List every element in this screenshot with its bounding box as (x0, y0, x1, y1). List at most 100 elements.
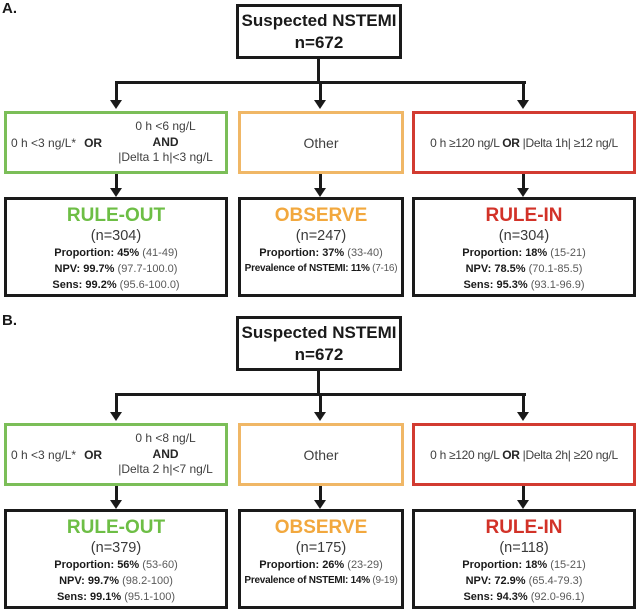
criteria-box-ruleout: 0 h <3 ng/L* OR 0 h <8 ng/L AND |Delta 2… (4, 423, 228, 486)
stat-line: Sens: 99.1% (95.1-100) (7, 591, 225, 604)
result-count: (n=118) (499, 540, 549, 556)
stat-value: 37% (322, 247, 345, 259)
criteria-subgroup: 0 h <8 ng/L AND |Delta 2 h|<7 ng/L (110, 431, 221, 478)
arrow-down-icon (110, 412, 122, 421)
criteria-text: 0 h <3 ng/L* (11, 447, 77, 462)
result-count: (n=304) (498, 228, 550, 244)
stat-line: NPV: 99.7% (97.7-100.0) (7, 263, 225, 276)
or-operator: OR (502, 447, 520, 462)
stat-line: NPV: 72.9% (65.4-79.3) (415, 575, 633, 588)
result-title: RULE-IN (485, 205, 563, 226)
stat-ci: (95.1-100) (124, 591, 176, 604)
stat-value: 18% (525, 247, 548, 259)
criteria-text: 0 h ≥120 ng/L (430, 447, 500, 462)
connector-line (522, 83, 525, 101)
connector-line (319, 83, 322, 101)
connector-line (317, 371, 320, 394)
stat-ci: (15-21) (550, 247, 586, 259)
stat-label: NPV: (465, 575, 492, 588)
root-count: n=672 (294, 344, 344, 364)
stat-value: 11% (350, 263, 370, 275)
criteria-text: |Delta 1h| ≥12 ng/L (522, 135, 618, 150)
stat-value: 26% (322, 559, 345, 571)
connector-line (522, 174, 525, 189)
panel-b: B. Suspected NSTEMI n=672 0 h <3 ng/L* O… (0, 312, 640, 612)
stat-line: Prevalence of NSTEMI: 14% (9-19) (241, 575, 401, 587)
result-box-ruleout: RULE-OUT (n=304) Proportion: 45% (41-49)… (4, 197, 228, 297)
stat-value: 45% (117, 247, 140, 259)
stat-ci: (33-40) (347, 247, 383, 259)
result-box-rulein: RULE-IN (n=118) Proportion: 18% (15-21) … (412, 509, 636, 609)
connector-line (317, 59, 320, 82)
connector-line (522, 486, 525, 501)
criteria-text: 0 h ≥120 ng/L OR |Delta 2h| ≥20 ng/L (430, 448, 618, 462)
connector-line (115, 83, 118, 101)
stat-ci: (23-29) (347, 559, 383, 571)
criteria-text: 0 h <3 ng/L* (11, 135, 77, 150)
criteria-box-rulein: 0 h ≥120 ng/L OR |Delta 1h| ≥12 ng/L (412, 111, 636, 174)
result-count: (n=379) (90, 540, 142, 556)
criteria-text: 0 h ≥120 ng/L OR |Delta 1h| ≥12 ng/L (430, 136, 618, 150)
stat-label: Sens: (52, 279, 83, 292)
stat-ci: (97.7-100.0) (117, 263, 178, 276)
stat-label: Proportion: (259, 247, 320, 259)
root-title: Suspected NSTEMI (241, 323, 397, 343)
stat-label: Sens: (56, 591, 87, 604)
stat-ci: (41-49) (142, 247, 178, 259)
root-box: Suspected NSTEMI n=672 (236, 4, 402, 59)
criteria-text: Other (303, 446, 339, 463)
stat-value: 99.7% (83, 263, 115, 276)
connector-line (319, 174, 322, 189)
criteria-box-rulein: 0 h ≥120 ng/L OR |Delta 2h| ≥20 ng/L (412, 423, 636, 486)
stat-value: 95.3% (496, 279, 528, 292)
stat-ci: (15-21) (550, 559, 586, 571)
result-title: RULE-OUT (66, 205, 166, 226)
stat-label: Proportion: (54, 559, 115, 571)
result-title: OBSERVE (274, 517, 368, 538)
connector-line (319, 486, 322, 501)
criteria-text: Other (303, 134, 339, 151)
criteria-text: 0 h ≥120 ng/L (430, 135, 500, 150)
result-count: (n=247) (295, 228, 347, 244)
stat-label: Proportion: (54, 247, 115, 259)
arrow-down-icon (517, 188, 529, 197)
stat-value: 99.1% (90, 591, 122, 604)
and-operator: AND (152, 134, 179, 149)
connector-line (115, 174, 118, 189)
stat-line: Proportion: 18% (15-21) (415, 247, 633, 260)
stat-line: Prevalence of NSTEMI: 11% (7-16) (241, 263, 401, 275)
stat-ci: (7-16) (372, 263, 398, 275)
connector-line (115, 395, 118, 413)
result-box-ruleout: RULE-OUT (n=379) Proportion: 56% (53-60)… (4, 509, 228, 609)
result-count: (n=175) (295, 540, 347, 556)
arrow-down-icon (314, 412, 326, 421)
panel-a: A. Suspected NSTEMI n=672 0 h <3 ng/L* O… (0, 0, 640, 300)
stat-line: Proportion: 18% (15-21) (415, 559, 633, 572)
arrow-down-icon (314, 100, 326, 109)
or-operator: OR (502, 135, 520, 150)
or-operator: OR (84, 135, 103, 150)
stat-line: Proportion: 26% (23-29) (241, 559, 401, 572)
stat-line: NPV: 99.7% (98.2-100) (7, 575, 225, 588)
arrow-down-icon (110, 500, 122, 509)
stat-ci: (70.1-85.5) (528, 263, 583, 276)
stat-label: Sens: (463, 591, 494, 604)
root-box: Suspected NSTEMI n=672 (236, 316, 402, 371)
criteria-text: |Delta 2 h|<7 ng/L (118, 462, 213, 477)
stat-ci: (92.0-96.1) (530, 591, 585, 604)
arrow-down-icon (314, 188, 326, 197)
arrow-down-icon (314, 500, 326, 509)
criteria-subgroup: 0 h <6 ng/L AND |Delta 1 h|<3 ng/L (110, 119, 221, 166)
stat-ci: (95.6-100.0) (119, 279, 180, 292)
stat-ci: (98.2-100) (122, 575, 173, 588)
stat-line: Proportion: 45% (41-49) (7, 247, 225, 260)
stat-line: Sens: 99.2% (95.6-100.0) (7, 279, 225, 292)
stat-label: NPV: (59, 575, 85, 588)
stat-line: Sens: 94.3% (92.0-96.1) (415, 591, 633, 604)
stat-line: Proportion: 37% (33-40) (241, 247, 401, 260)
stat-value: 99.2% (85, 279, 117, 292)
stat-label: Proportion: (259, 559, 320, 571)
stat-ci: (53-60) (142, 559, 178, 571)
criteria-box-ruleout: 0 h <3 ng/L* OR 0 h <6 ng/L AND |Delta 1… (4, 111, 228, 174)
